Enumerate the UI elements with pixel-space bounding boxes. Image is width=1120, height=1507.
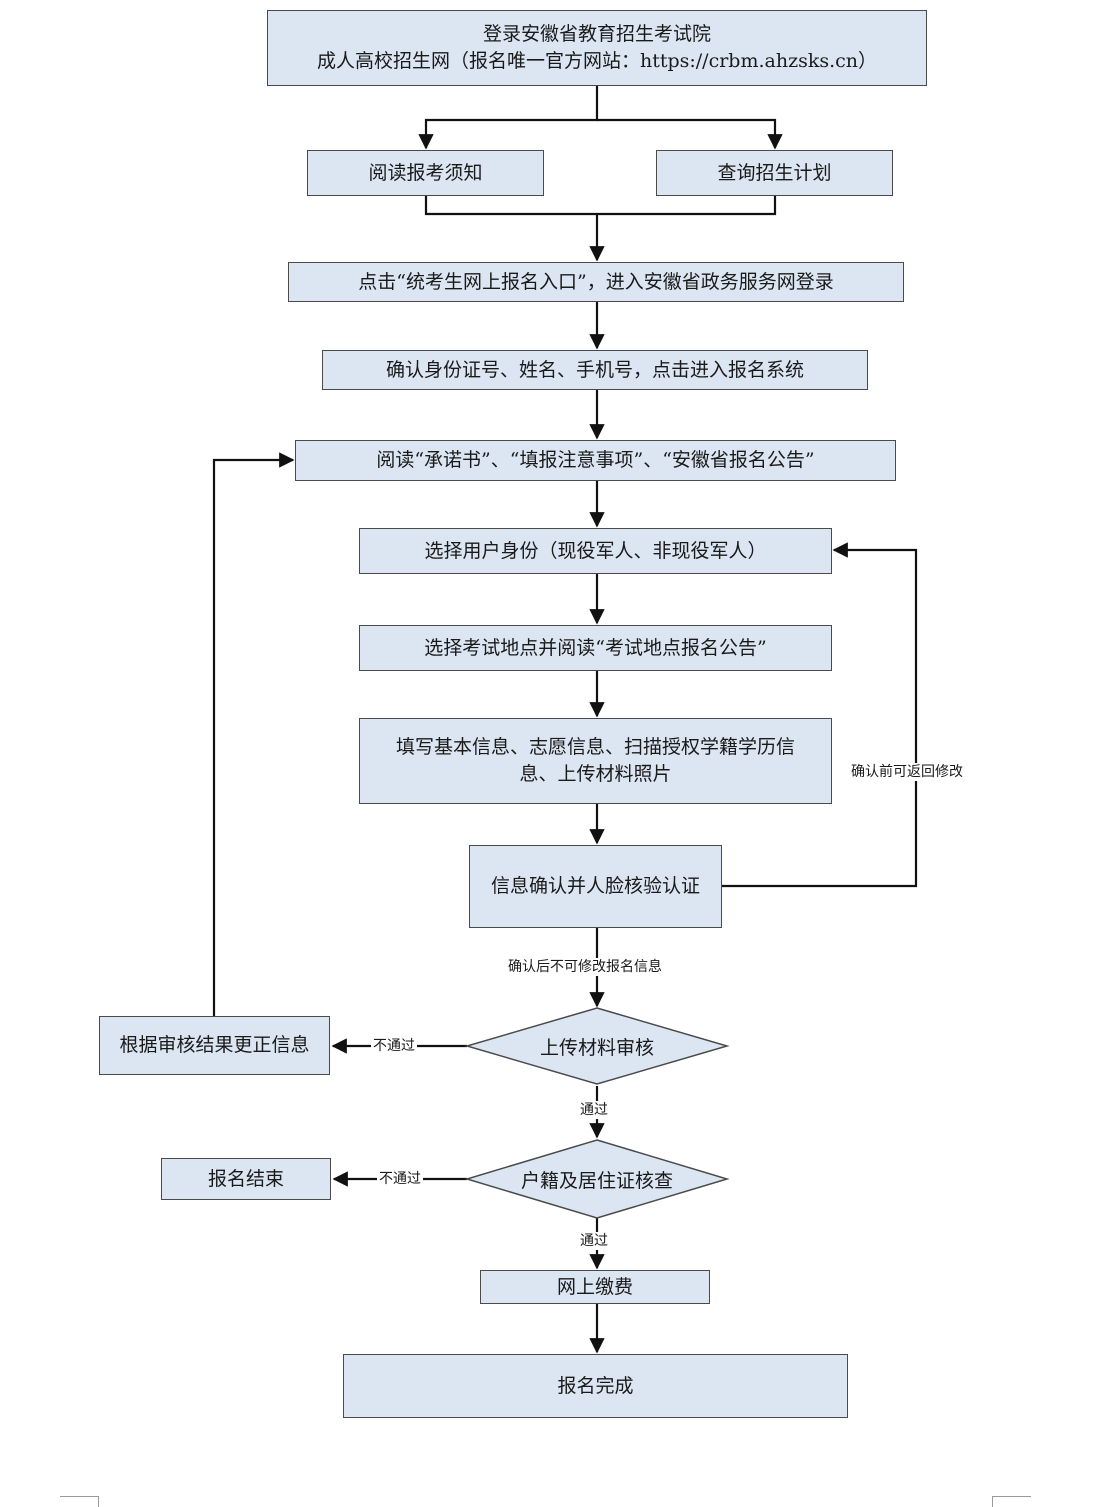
node-fill-info-line1: 填写基本信息、志愿信息、扫描授权学籍学历信	[395, 736, 795, 758]
edge-label-fail-hukou: 不通过	[377, 1170, 423, 1188]
node-fill-info-line2: 息、上传材料照片	[519, 763, 672, 785]
edge-label-pass-review: 通过	[578, 1101, 610, 1119]
node-query-plan-label: 查询招生计划	[717, 161, 832, 184]
edge-label-no-modify-after: 确认后不可修改报名信息	[506, 958, 664, 976]
node-click-entry: 点击“统考生网上报名入口”，进入安徽省政务服务网登录	[288, 262, 904, 302]
node-correct-info-label: 根据审核结果更正信息	[119, 1034, 310, 1056]
node-confirm-id: 确认身份证号、姓名、手机号，点击进入报名系统	[322, 350, 868, 390]
node-registration-complete: 报名完成	[343, 1354, 848, 1418]
connector-login-to-plan	[597, 118, 783, 150]
node-read-docs: 阅读“承诺书”、“填报注意事项”、“安徽省报名公告”	[295, 440, 896, 481]
node-online-payment: 网上缴费	[480, 1270, 710, 1304]
page-corner-mark-right	[992, 1496, 1031, 1507]
node-online-payment-label: 网上缴费	[556, 1275, 633, 1298]
diamond-material-review-label: 上传材料审核	[487, 1026, 707, 1066]
node-select-location: 选择考试地点并阅读“考试地点报名公告”	[359, 625, 832, 671]
connector-correct-to-read	[212, 452, 295, 1016]
edge-label-return-modify: 确认前可返回修改	[849, 763, 965, 781]
diamond-material-review	[464, 1007, 730, 1085]
node-login: 登录安徽省教育招生考试院 成人高校招生网（报名唯一官方网站：https://cr…	[267, 10, 927, 86]
node-confirm-id-label: 确认身份证号、姓名、手机号，点击进入报名系统	[385, 358, 804, 381]
material-review-text: 上传材料审核	[539, 1036, 654, 1059]
node-select-identity-label: 选择用户身份（现役军人、非现役军人）	[424, 539, 767, 562]
node-end-registration: 报名结束	[161, 1158, 331, 1200]
diamond-hukou-check-label: 户籍及居住证核查	[487, 1159, 707, 1199]
node-read-docs-label: 阅读“承诺书”、“填报注意事项”、“安徽省报名公告”	[376, 449, 815, 471]
edge-label-pass-hukou: 通过	[578, 1232, 610, 1250]
connector-verify-return	[722, 542, 918, 888]
node-face-verify: 信息确认并人脸核验认证	[469, 845, 722, 928]
node-face-verify-label: 信息确认并人脸核验认证	[490, 875, 700, 897]
hukou-check-text: 户籍及居住证核查	[520, 1169, 673, 1192]
node-login-line1: 登录安徽省教育招生考试院	[482, 23, 711, 45]
node-registration-complete-label: 报名完成	[557, 1374, 634, 1397]
node-read-notice-label: 阅读报考须知	[368, 161, 483, 184]
node-select-location-label: 选择考试地点并阅读“考试地点报名公告”	[424, 636, 767, 659]
node-query-plan: 查询招生计划	[656, 150, 893, 196]
node-end-registration-label: 报名结束	[207, 1167, 284, 1190]
node-select-identity: 选择用户身份（现役军人、非现役军人）	[359, 528, 832, 574]
diamond-hukou-check	[464, 1139, 730, 1219]
edge-label-fail-review: 不通过	[371, 1037, 417, 1055]
connector-login-split	[418, 86, 599, 150]
node-correct-info: 根据审核结果更正信息	[99, 1016, 330, 1075]
node-fill-info: 填写基本信息、志愿信息、扫描授权学籍学历信 息、上传材料照片	[359, 718, 832, 804]
node-login-line2: 成人高校招生网（报名唯一官方网站：https://crbm.ahzsks.cn）	[316, 50, 878, 72]
node-click-entry-label: 点击“统考生网上报名入口”，进入安徽省政务服务网登录	[358, 270, 834, 293]
connector-merge	[424, 196, 777, 216]
node-read-notice: 阅读报考须知	[307, 150, 544, 196]
page-corner-mark-left	[60, 1496, 99, 1507]
